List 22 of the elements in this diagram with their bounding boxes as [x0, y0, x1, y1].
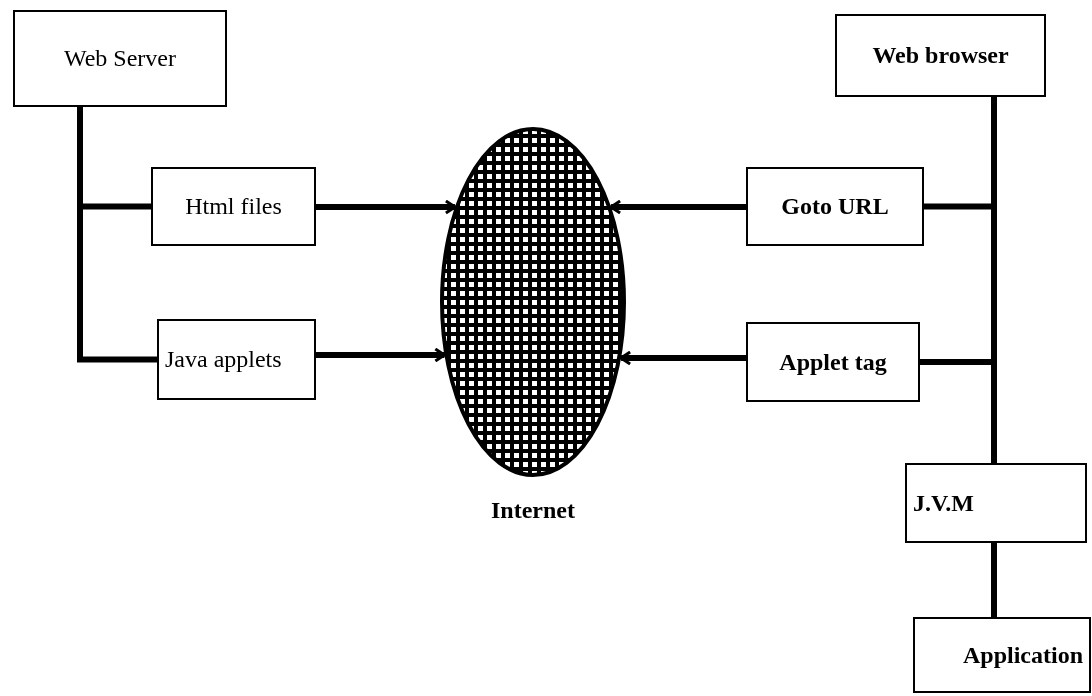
arrow [609, 199, 746, 215]
node-label: J.V.M [913, 489, 974, 517]
process-box [13, 10, 227, 107]
arrow [316, 199, 457, 215]
arrow [619, 350, 746, 366]
process-box [913, 617, 1091, 693]
node-label: Web Server [64, 45, 176, 72]
process-box [157, 319, 316, 400]
node-label: Internet [490, 497, 576, 524]
process-box [905, 463, 1087, 543]
arrow [316, 347, 446, 363]
node-label: Application [962, 641, 1083, 669]
process-box [151, 167, 316, 246]
node-label: Applet tag [779, 348, 887, 376]
process-box [835, 14, 1046, 97]
node-label: Html files [185, 193, 282, 220]
node-label: Goto URL [781, 193, 889, 220]
node-label: Java applets [165, 346, 282, 373]
node-label: Web browser [872, 42, 1009, 69]
process-box [746, 322, 920, 402]
connector-line [991, 543, 997, 617]
process-box [746, 167, 924, 246]
